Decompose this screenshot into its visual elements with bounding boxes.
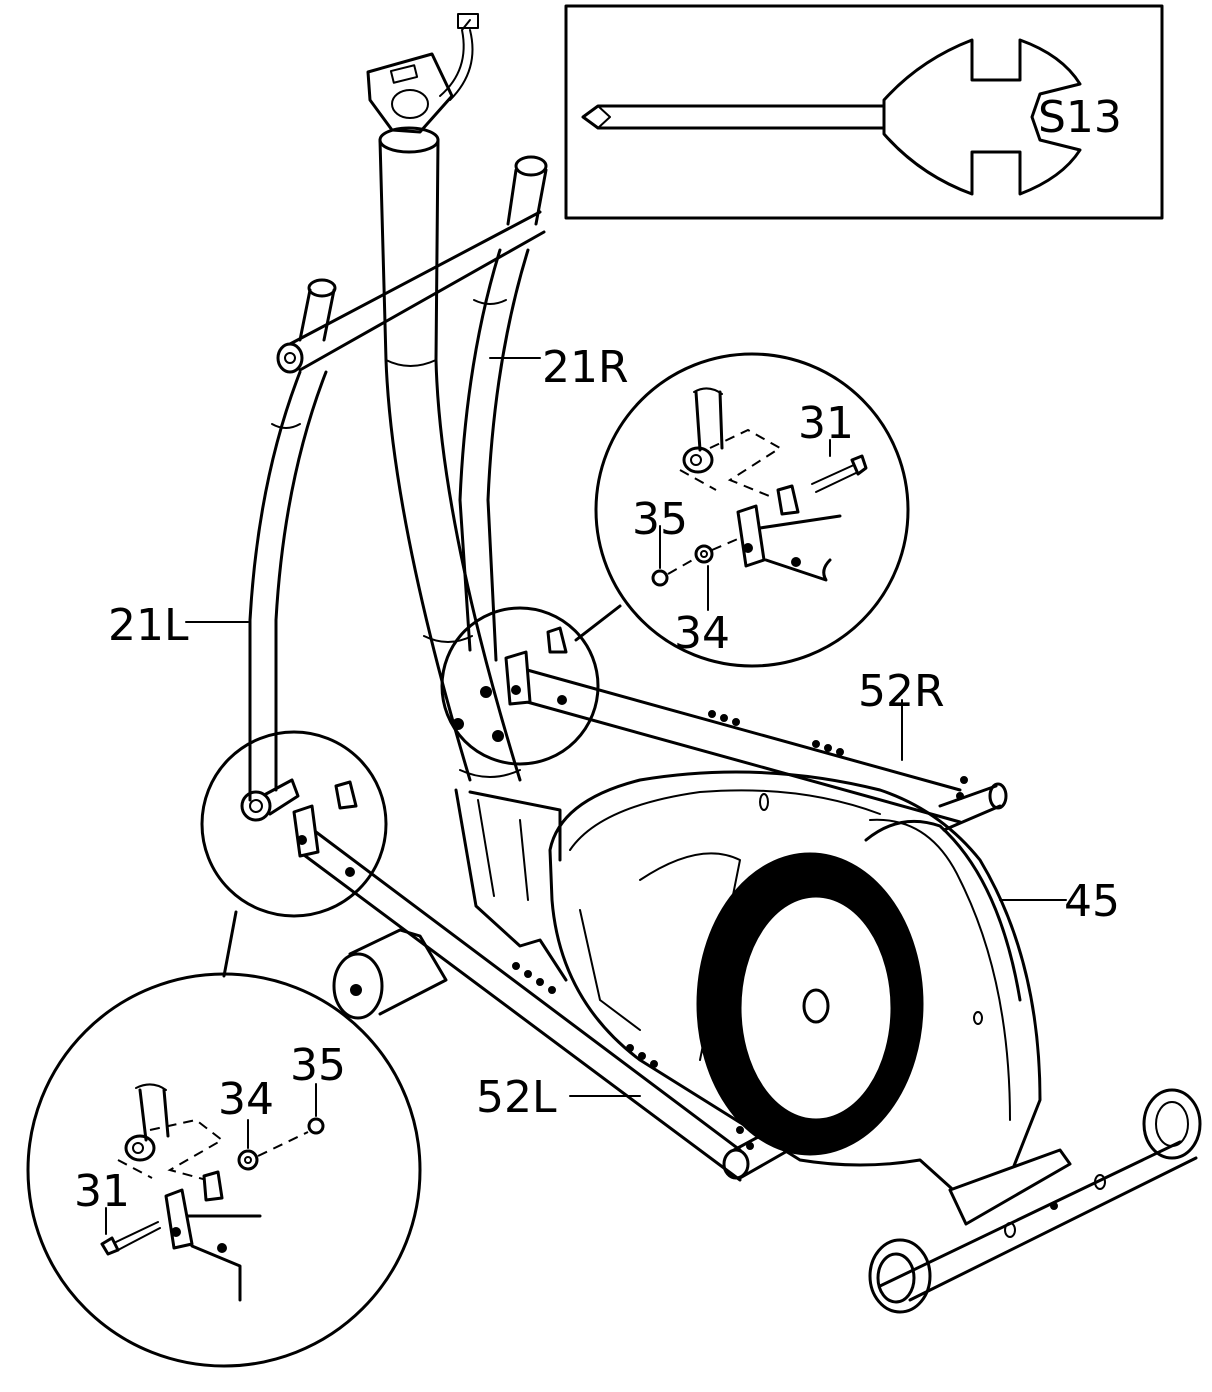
detail-right-nut-label: 35 [632,494,688,545]
pedal-arm-right-holes [708,710,968,800]
detail-right-nut [651,569,669,587]
callout-52l: 52L [476,1072,557,1123]
detail-right-bolt [811,454,868,493]
main-mast [378,126,522,782]
tool-inset: S13 [564,4,1164,220]
handlebar-right [458,155,548,662]
tool-icon [581,38,1082,196]
callout-21l: 21L [108,600,189,651]
flywheel [696,852,924,1156]
pedal-arm-left-holes [512,962,754,1150]
flywheel-cover [548,770,1042,1198]
tool-label: S13 [1038,92,1122,143]
cross-bar [276,210,546,374]
callout-21r: 21R [542,342,629,393]
detail-right-bracket [679,387,842,582]
callout-52r: 52R [858,666,945,717]
detail-left-nut [307,1117,325,1135]
detail-right-bolt-label: 31 [798,398,854,449]
console-bracket [366,13,479,134]
handlebar-left [240,278,337,822]
detail-left-bolt-label: 31 [74,1166,130,1217]
callout-45: 45 [1064,876,1120,927]
base-frame [454,788,568,982]
rear-roller [332,928,448,1020]
detail-left: 31 34 35 [26,730,422,1368]
detail-right-washer [694,544,714,564]
detail-left-bolt [100,1221,161,1256]
detail-left-nut-label: 35 [290,1040,346,1091]
detail-right-washer-label: 34 [674,608,730,659]
pedal-arm-right [504,626,1008,832]
detail-left-washer-label: 34 [218,1074,274,1125]
elliptical-machine [240,13,1202,1314]
detail-left-bracket [117,1083,262,1302]
callouts: 21R 21L 52R 45 52L [108,342,1120,1123]
detail-left-washer [237,1149,259,1171]
detail-right: 31 35 34 [440,352,910,766]
front-stabilizer [868,1088,1202,1314]
